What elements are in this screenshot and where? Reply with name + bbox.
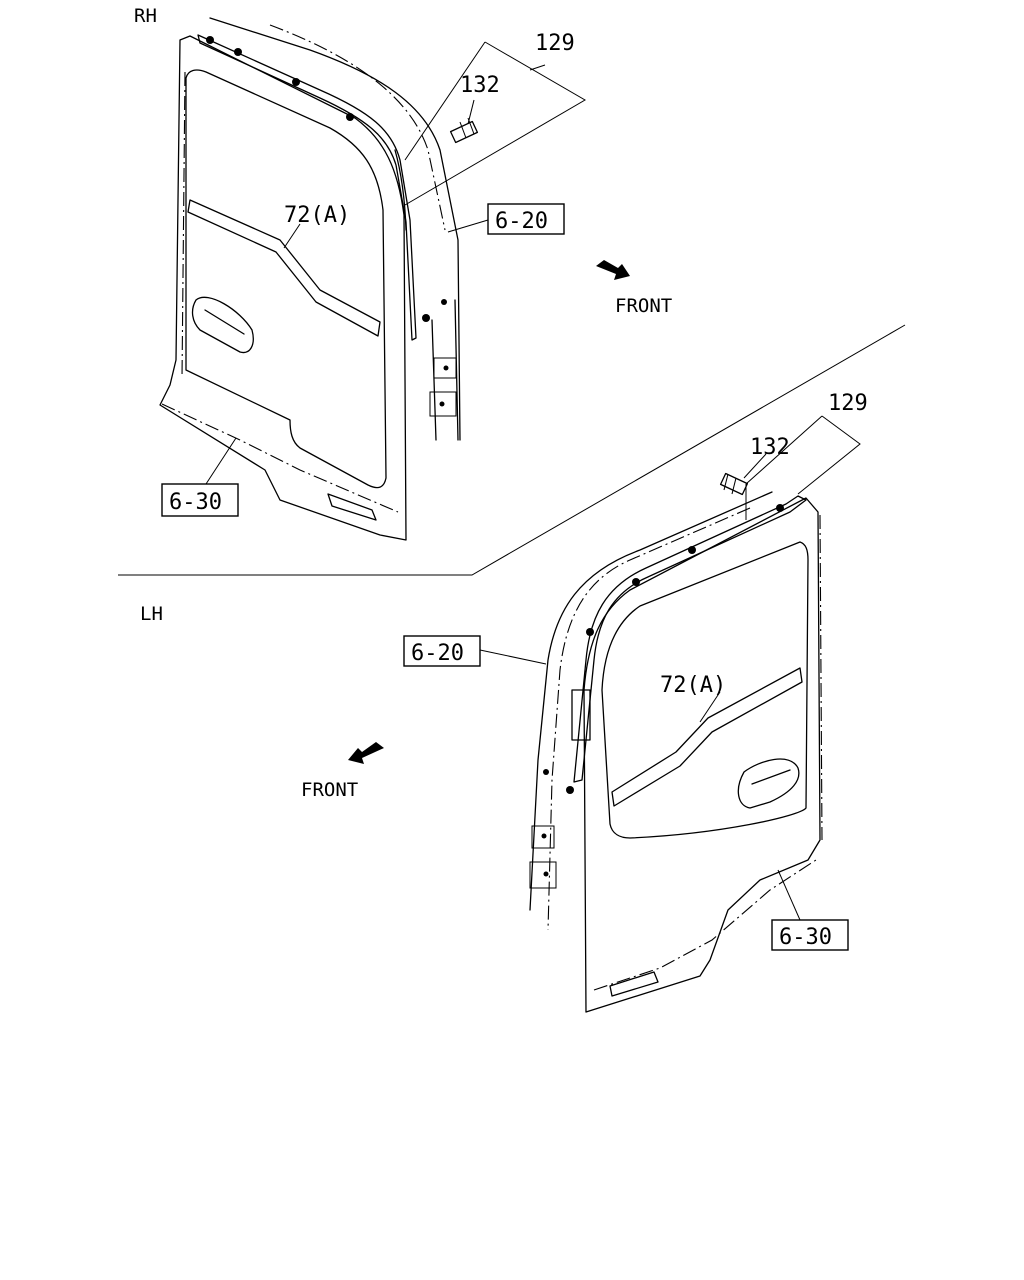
rh-front-label: FRONT (615, 295, 672, 317)
lh-door-panel (583, 497, 821, 1013)
lh-door-handle (737, 758, 800, 809)
rh-plug-132 (449, 117, 479, 144)
section-divider (118, 324, 906, 576)
rh-hinge-plate-2 (429, 391, 457, 417)
rh-window-opening (185, 69, 387, 489)
lh-hinge-plate-2 (529, 861, 557, 889)
rh-roof-rail (209, 17, 461, 441)
lh-view: LH (140, 391, 868, 1013)
lh-ref-6-20[interactable]: 6-20 (411, 641, 464, 666)
lh-leader-129 (745, 415, 861, 520)
rh-ref-box-6-20 (487, 203, 565, 235)
rh-door-handle (191, 296, 254, 354)
rh-roof-rail-dash (269, 24, 446, 231)
rh-reflector (327, 493, 377, 521)
lh-leader-6-20 (479, 649, 547, 665)
rh-leader-6-20 (447, 219, 489, 233)
rh-door-frame-dash2 (181, 71, 186, 379)
lh-hinge-plate-1 (531, 825, 555, 849)
rh-callout-132: 132 (460, 73, 500, 98)
rh-door-frame-dash (161, 403, 399, 513)
rh-leader-6-30 (205, 437, 237, 485)
lh-callout-132: 132 (750, 435, 790, 460)
rh-clips (206, 36, 447, 322)
lh-plug-132 (719, 472, 749, 496)
rh-ref-box-6-30 (161, 483, 239, 517)
rh-leader-72a (283, 223, 301, 249)
rh-moulding-72a (187, 199, 381, 337)
lh-leader-132 (743, 453, 767, 479)
rh-leader-132 (467, 99, 475, 125)
lh-front-label: FRONT (301, 779, 358, 801)
lh-clips (543, 504, 784, 794)
lh-leader-6-30 (777, 869, 801, 921)
rh-callout-72a: 72(A) (284, 203, 350, 228)
lh-reflector (609, 971, 659, 997)
rh-ref-6-30[interactable]: 6-30 (169, 490, 222, 515)
rh-leader-129 (404, 41, 586, 206)
lh-ref-box-6-30 (771, 919, 849, 951)
rh-callout-129: 129 (535, 31, 575, 56)
lh-door-frame-dash2 (819, 514, 823, 841)
lh-ref-box-6-20 (403, 635, 481, 667)
lh-side-label: LH (140, 603, 163, 625)
lh-ref-6-30[interactable]: 6-30 (779, 925, 832, 950)
lh-callout-72a: 72(A) (660, 673, 726, 698)
lh-callout-129: 129 (828, 391, 868, 416)
lh-door-frame-dash (593, 859, 817, 991)
lh-window-opening (601, 541, 809, 839)
lh-moulding-72a (611, 667, 803, 807)
rh-side-label: RH (134, 5, 157, 27)
lh-roof-rail-dash (547, 507, 751, 931)
rh-ref-6-20[interactable]: 6-20 (495, 209, 548, 234)
lh-roof-rail (529, 491, 773, 911)
rh-front-arrow-icon (596, 260, 630, 280)
rh-door-panel (159, 35, 407, 541)
lh-pillar-bracket (571, 689, 591, 741)
rh-hinge-plate-1 (433, 357, 457, 379)
lh-front-arrow-icon (348, 742, 384, 764)
lh-weatherstrip-129 (573, 495, 807, 783)
lh-leader-72a (699, 691, 721, 723)
rh-view: RH (134, 5, 672, 541)
